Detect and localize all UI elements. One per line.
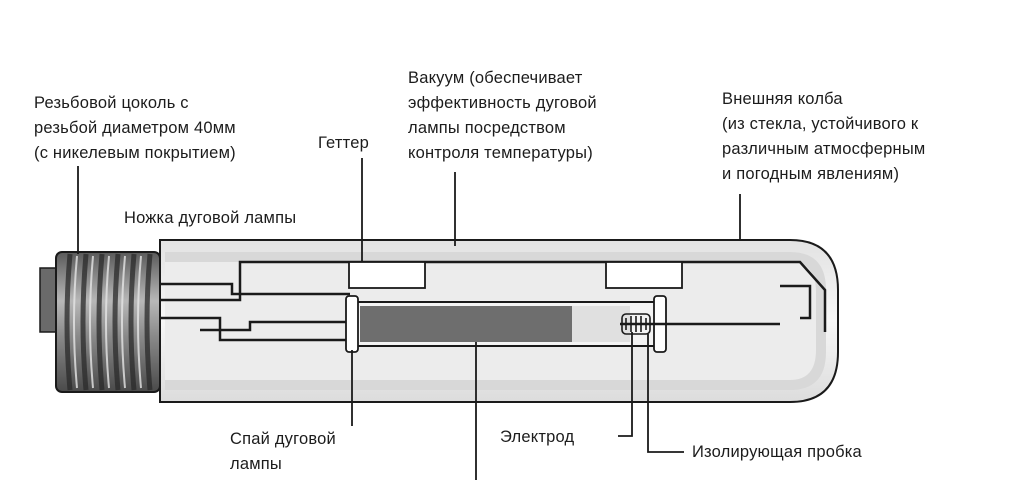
getter xyxy=(348,261,683,289)
leader-lines xyxy=(77,158,741,480)
label-insulating-plug: Изолирующая пробка xyxy=(692,443,862,461)
label-vacuum: Вакуум (обеспечивает эффективность дугов… xyxy=(408,69,597,162)
label-getter: Геттер xyxy=(318,134,369,152)
label-arc-tube-seal: Спай дуговой лампы xyxy=(230,430,336,473)
arc-tube-stem xyxy=(160,260,827,342)
label-electrode: Электрод xyxy=(500,428,575,446)
label-screw-base: Резьбовой цоколь с резьбой диаметром 40м… xyxy=(34,94,236,162)
screw-base xyxy=(39,251,161,393)
label-outer-bulb: Внешняя колба (из стекла, устойчивого к … xyxy=(722,90,926,183)
label-arc-tube-stem: Ножка дуговой лампы xyxy=(124,209,297,227)
electrode xyxy=(620,313,780,335)
arc-tube xyxy=(345,295,667,353)
